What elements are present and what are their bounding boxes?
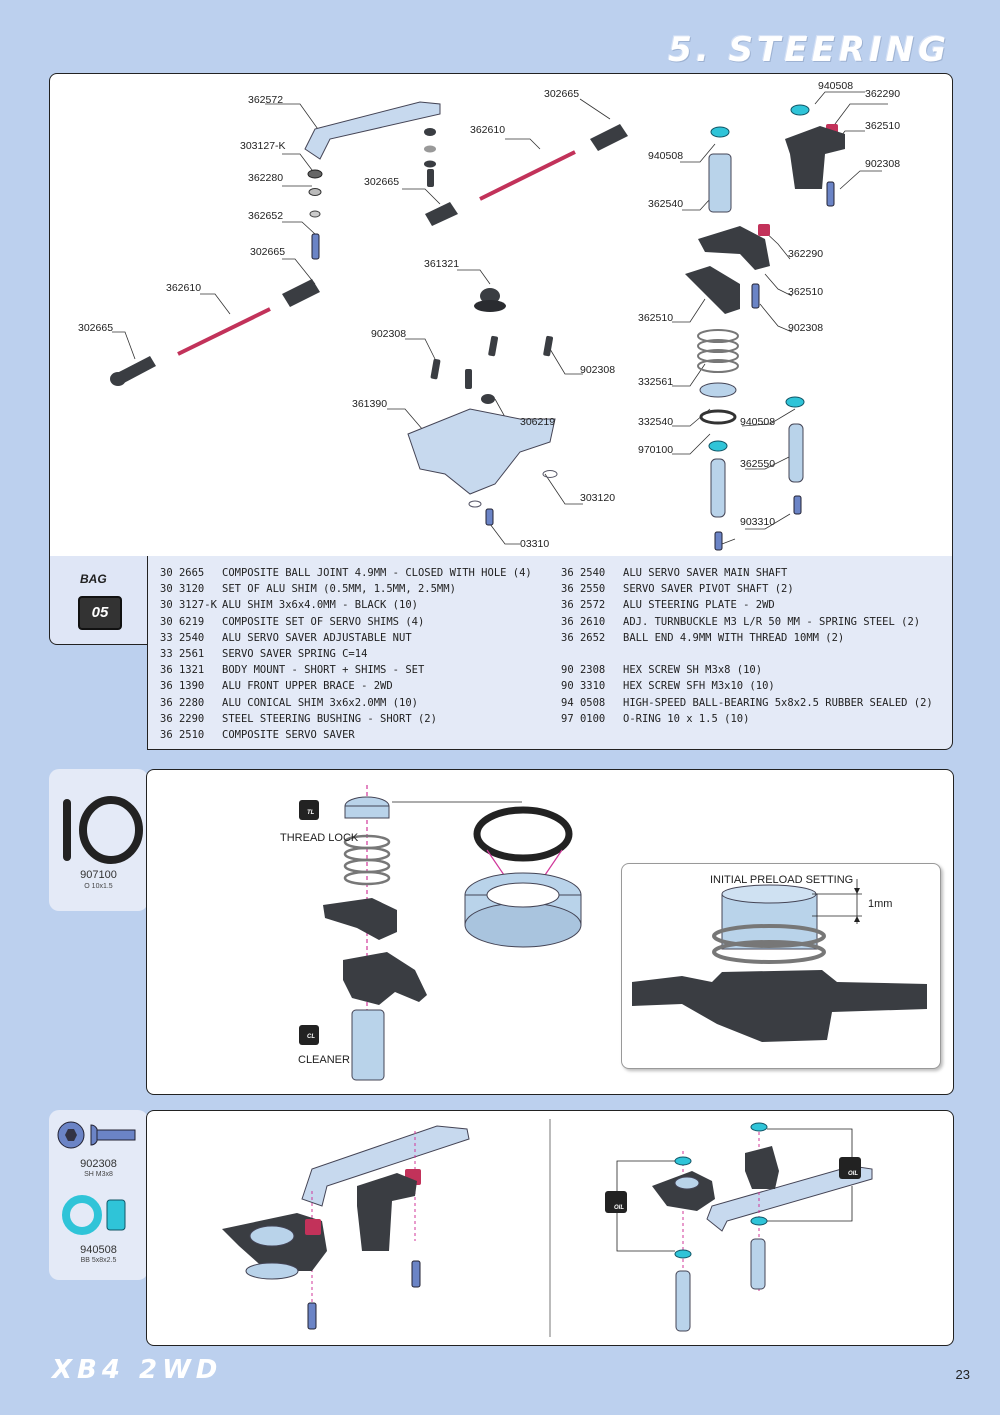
diagram-label: 362510 xyxy=(788,286,824,298)
diagram-label: 303120 xyxy=(580,492,616,504)
oil-badge-left: OIL xyxy=(614,1205,624,1211)
cleaner-badge: CL xyxy=(307,1034,315,1040)
page-number: 23 xyxy=(955,1367,970,1382)
diagram-label: 940508 xyxy=(818,80,854,92)
bag-number-badge: 05 xyxy=(78,596,122,630)
diagram-label: 361321 xyxy=(424,258,460,270)
oil-badge-right: OIL xyxy=(848,1171,858,1177)
diagram-label: 362610 xyxy=(166,282,202,294)
servo-saver-assembly-drawing xyxy=(299,785,582,1081)
oring-part-spec: O 10x1.5 xyxy=(84,883,113,890)
diagram-label: 362290 xyxy=(788,248,824,260)
diagram-label: 362290 xyxy=(865,88,901,100)
exploded-diagram-panel: 362572 302665 940508 362290 303127-K 362… xyxy=(49,73,953,559)
bearing-icon xyxy=(62,1195,126,1235)
bearing-part-spec: BB 5x8x2.5 xyxy=(80,1257,117,1264)
diagram-label: 903310 xyxy=(740,516,776,528)
step-steering-plate-assembly: OIL OIL xyxy=(146,1110,954,1346)
screw-part-spec: SH M3x8 xyxy=(84,1171,113,1178)
bag-number: 05 xyxy=(91,604,109,621)
diagram-label: 302665 xyxy=(544,88,580,100)
hardware-side-card: 902308 SH M3x8 940508 BB 5x8x2.5 xyxy=(49,1110,148,1280)
diagram-label: 306219 xyxy=(520,416,556,428)
diagram-label: 303127-K xyxy=(240,140,286,152)
diagram-label: 902308 xyxy=(865,158,901,170)
diagram-label: 362550 xyxy=(740,458,776,470)
diagram-label: 03310 xyxy=(520,538,550,550)
diagram-label: 302665 xyxy=(78,322,114,334)
preload-setting-drawing xyxy=(632,879,927,1042)
preload-value: 1mm xyxy=(868,898,893,910)
footer-brand: XB4 2WD xyxy=(52,1355,223,1385)
diagram-label: 332540 xyxy=(638,416,674,428)
diagram-label: 362510 xyxy=(638,312,674,324)
oring-icon xyxy=(63,796,143,864)
cleaner-label: CLEANER xyxy=(298,1054,350,1066)
diagram-label: 362280 xyxy=(248,172,284,184)
diagram-label: 902308 xyxy=(788,322,824,334)
exploded-parts-drawing xyxy=(110,91,888,551)
diagram-label: 362510 xyxy=(865,120,901,132)
diagram-label: 902308 xyxy=(371,328,407,340)
oring-side-card: 907100 O 10x1.5 xyxy=(49,769,148,911)
parts-row xyxy=(561,646,946,662)
thread-lock-label: THREAD LOCK xyxy=(280,832,359,844)
diagram-label: 940508 xyxy=(648,150,684,162)
diagram-label: 940508 xyxy=(740,416,776,428)
diagram-label: 362540 xyxy=(648,198,684,210)
diagram-label: 902308 xyxy=(580,364,616,376)
bag-label: BAG xyxy=(80,572,107,586)
diagram-label: 302665 xyxy=(250,246,286,258)
diagram-label: 332561 xyxy=(638,376,674,388)
thread-lock-badge: TL xyxy=(307,810,315,816)
diagram-label: 362610 xyxy=(470,124,506,136)
oring-part-number: 907100 xyxy=(80,869,117,881)
page-title: 5. STEERING xyxy=(668,30,950,70)
steering-plate-assembly-drawing xyxy=(222,1119,873,1337)
diagram-label: 970100 xyxy=(638,444,674,456)
screw-icon xyxy=(57,1121,136,1149)
diagram-label: 362572 xyxy=(248,94,284,106)
bearing-part-number: 940508 xyxy=(80,1244,117,1256)
screw-part-number: 902308 xyxy=(80,1158,117,1170)
diagram-label: 362652 xyxy=(248,210,284,222)
preload-inset: INITIAL PRELOAD SETTING 1mm xyxy=(621,863,941,1069)
bag-tab: BAG 05 xyxy=(49,556,151,645)
preload-title: INITIAL PRELOAD SETTING xyxy=(710,874,854,886)
diagram-label: 302665 xyxy=(364,176,400,188)
step-servo-saver-assembly: TL THREAD LOCK CL CLEANER INITIAL PRELOA… xyxy=(146,769,954,1095)
diagram-label: 361390 xyxy=(352,398,388,410)
